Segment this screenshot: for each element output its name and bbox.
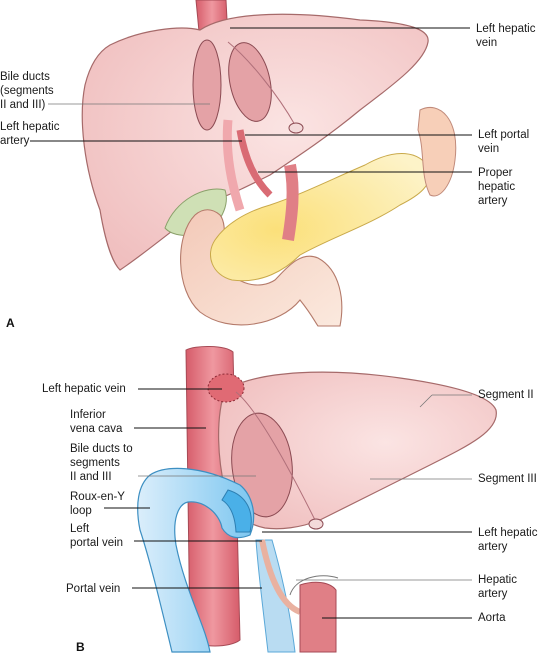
label-b-segment-ii: Segment II xyxy=(478,389,534,401)
segment-iii-a xyxy=(228,42,272,122)
panel-a-drawing xyxy=(81,0,457,327)
liver-a xyxy=(81,13,429,271)
aorta-a xyxy=(282,163,299,241)
panel-b-drawing xyxy=(137,346,497,653)
label-b-hepatic-artery: Hepatic artery xyxy=(478,574,517,600)
label-a-proper-hepatic-artery: Proper hepatic artery xyxy=(478,167,516,207)
label-b-left-hepatic-artery: Left hepatic artery xyxy=(478,527,538,553)
label-a-left-portal-vein: Left portal vein xyxy=(478,129,530,155)
ligamentum-b xyxy=(308,518,324,530)
spleen-a xyxy=(417,107,457,197)
label-b-left-portal-vein: Left portal vein xyxy=(70,523,124,549)
arch-b xyxy=(289,575,339,596)
ligamentum-a xyxy=(288,122,304,134)
label-b-aorta: Aorta xyxy=(478,612,506,624)
hepatic-artery-a xyxy=(236,129,273,198)
label-b-portal-vein: Portal vein xyxy=(66,583,121,595)
label-b-left-hepatic-vein: Left hepatic vein xyxy=(42,383,126,395)
panel-letter-a: A xyxy=(6,316,15,330)
label-a-left-hepatic-vein: Left hepatic vein xyxy=(476,23,536,49)
segment-iii-b xyxy=(231,412,293,518)
roux-loop-b xyxy=(137,467,255,653)
panel-letter-b: B xyxy=(76,640,85,654)
hepatic-artery-b xyxy=(259,539,302,615)
label-b-inferior-vena-cava: Inferior vena cava xyxy=(70,409,123,435)
falciform-a xyxy=(227,41,296,126)
portal-vein-b xyxy=(255,539,296,653)
roux-loop-end-b xyxy=(221,489,252,533)
portal-vein-a xyxy=(222,119,245,212)
label-b-roux-en-y-loop: Roux-en-Y loop xyxy=(70,491,125,517)
aorta-b xyxy=(299,581,337,653)
segment-ii-a xyxy=(192,39,222,131)
label-a-left-hepatic-artery: Left hepatic artery xyxy=(0,121,60,147)
label-b-segment-iii: Segment III xyxy=(478,473,537,485)
falciform-b xyxy=(235,391,317,523)
left-hepatic-vein-b xyxy=(207,373,245,403)
label-b-bile-ducts: Bile ducts to segments II and III xyxy=(70,443,133,483)
leader-b-segment-ii xyxy=(419,394,433,408)
label-a-bile-ducts: Bile ducts (segments II and III) xyxy=(0,71,54,111)
